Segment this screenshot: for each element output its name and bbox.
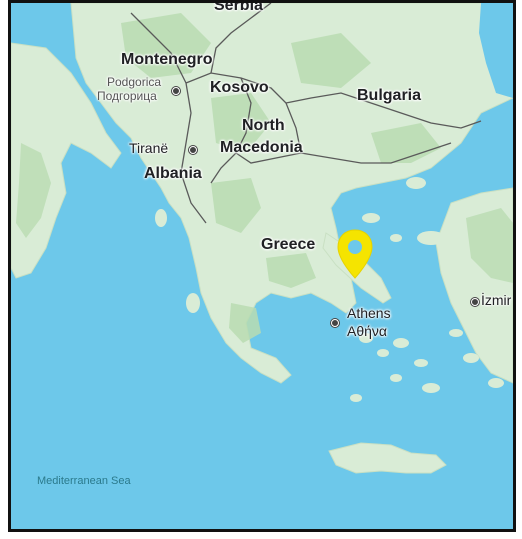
island	[449, 329, 463, 337]
athens-dot	[331, 319, 339, 327]
island	[417, 231, 445, 245]
crete-island	[328, 442, 447, 474]
island	[362, 213, 380, 223]
island	[350, 394, 362, 402]
island	[186, 293, 200, 313]
italy-forest	[16, 143, 51, 238]
island	[377, 349, 389, 357]
label-albania: Albania	[144, 165, 202, 182]
island	[359, 333, 373, 343]
forest-patch	[371, 123, 441, 163]
label-tirane: Tiranë	[129, 140, 169, 156]
forest-patch	[121, 13, 211, 78]
country-borders	[130, 3, 482, 224]
island	[463, 353, 479, 363]
label-north: North	[242, 117, 285, 134]
forest-patch	[291, 33, 371, 88]
island	[443, 253, 459, 263]
forest-patch	[266, 253, 316, 288]
label-greece: Greece	[261, 236, 316, 253]
label-macedonia: Macedonia	[220, 139, 303, 156]
island	[414, 359, 428, 367]
island	[488, 378, 504, 388]
forest-patch	[229, 303, 261, 343]
label-bulgaria: Bulgaria	[357, 87, 422, 104]
turkey-forest	[466, 208, 513, 283]
label-izmir: İzmir	[481, 292, 512, 308]
label-athens: Athens	[347, 305, 391, 321]
black-sea	[479, 3, 513, 98]
podgorica-dot	[172, 87, 180, 95]
label-podgorica: Podgorica	[107, 75, 162, 89]
map-canvas[interactable]	[11, 3, 513, 529]
tirane-dot	[189, 146, 197, 154]
label-serbia: Serbia	[214, 0, 263, 14]
label-montenegro: Montenegro	[121, 51, 213, 68]
forest-patch	[211, 93, 271, 153]
izmir-dot	[471, 298, 479, 306]
island	[422, 383, 440, 393]
label-podgorica-cyrillic: Подгорица	[97, 89, 157, 103]
island	[406, 177, 426, 189]
island	[155, 209, 167, 227]
island	[393, 338, 409, 348]
map-frame: Serbia Montenegro Podgorica Подгорица Ko…	[8, 0, 516, 532]
location-pin-icon[interactable]	[335, 228, 375, 280]
label-kosovo: Kosovo	[210, 79, 269, 96]
label-mediterranean-sea: Mediterranean Sea	[37, 475, 131, 487]
label-athens-greek: Αθήνα	[347, 323, 388, 339]
forest-patch	[211, 178, 261, 233]
island	[390, 374, 402, 382]
island	[390, 234, 402, 242]
